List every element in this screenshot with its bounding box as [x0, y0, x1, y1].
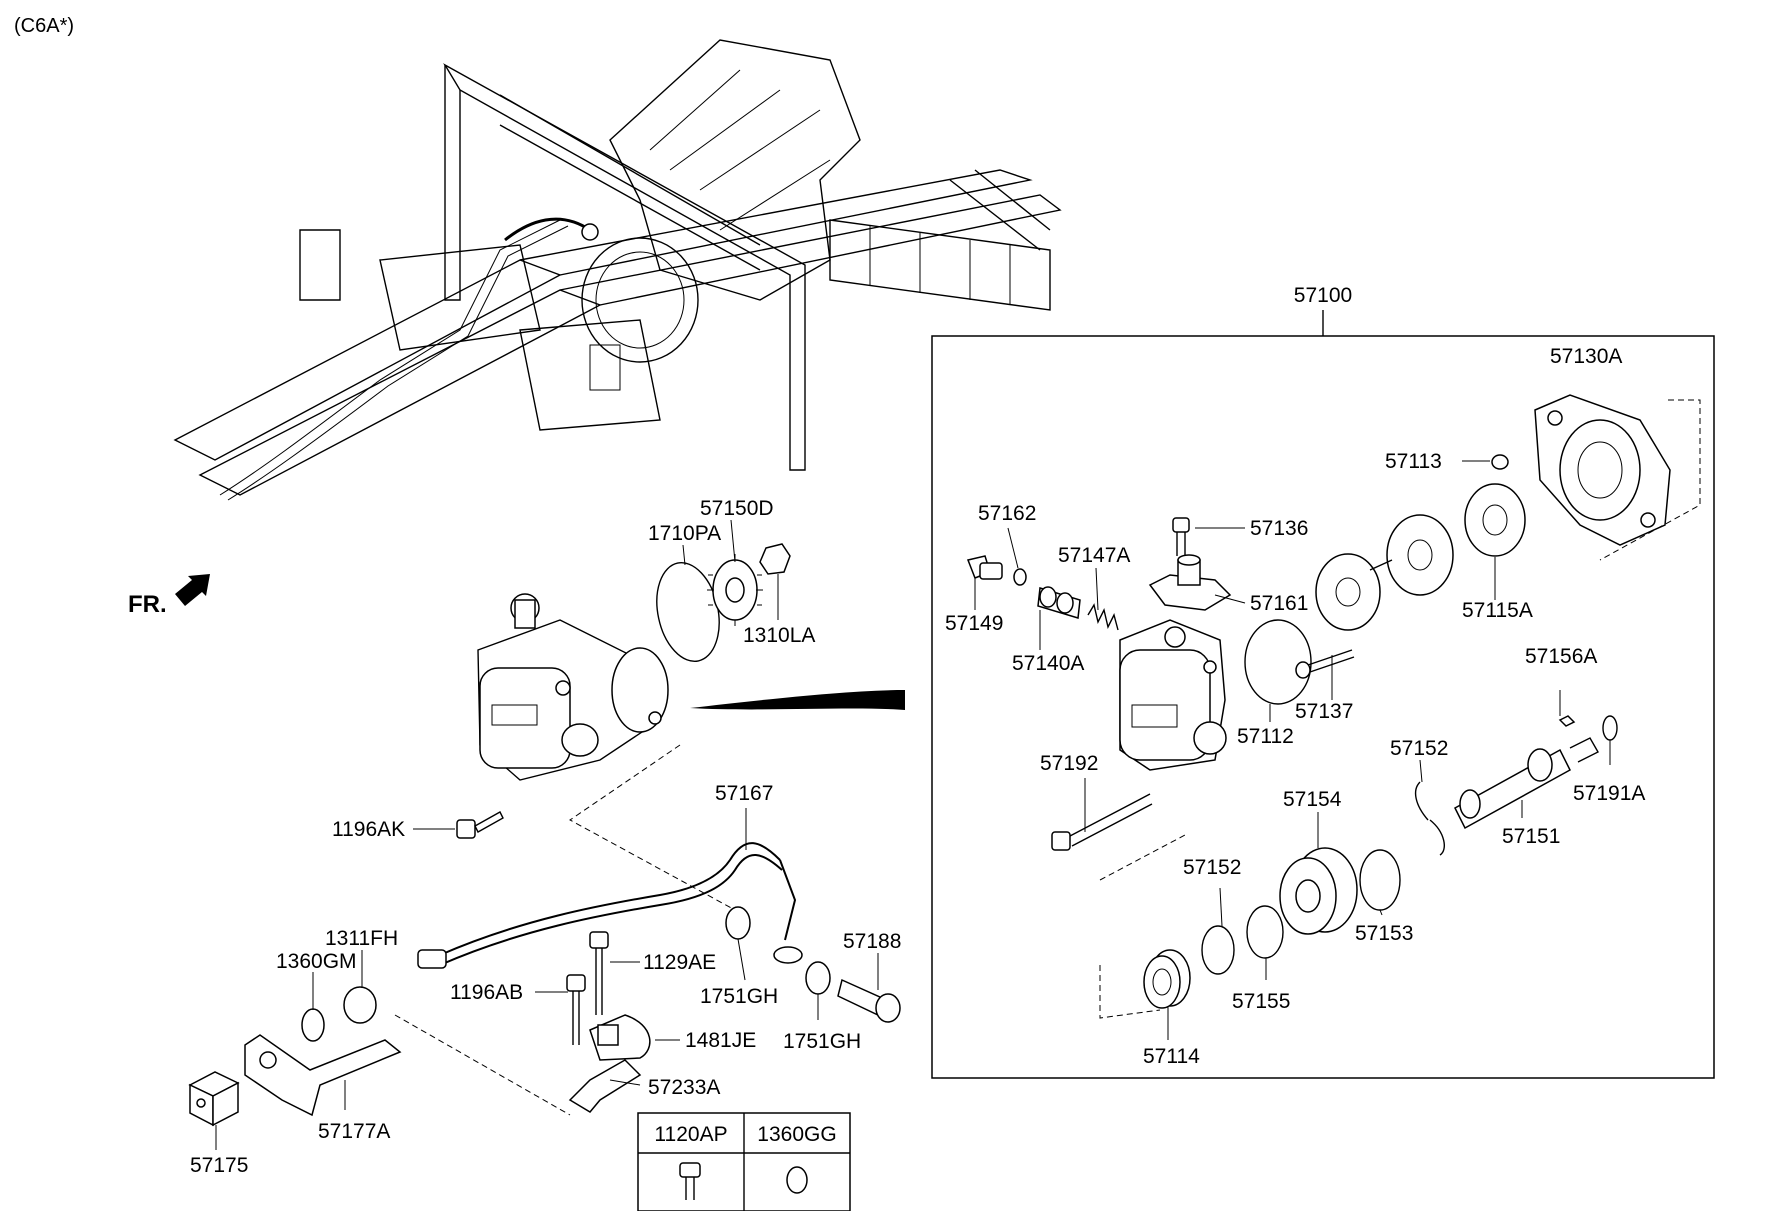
- dashed-leader-shaft: [1099, 834, 1186, 881]
- washer-1360gm: [301, 1008, 325, 1042]
- callout-57149: 57149: [945, 612, 1003, 635]
- vehicle-frame-illustration: [173, 39, 1062, 501]
- o-ring-57113: [1491, 454, 1509, 470]
- plate-57115a: [1464, 483, 1526, 557]
- callout-57152-a: 57152: [1390, 737, 1448, 760]
- bolt-1196ak: [456, 811, 504, 839]
- dashed-leader-housing: [1599, 399, 1701, 561]
- long-bolt-57192: [1051, 793, 1153, 851]
- callout-1751gh-a: 1751GH: [700, 985, 778, 1008]
- legend-table: 1120AP 1360GG: [637, 1112, 851, 1211]
- ring-57155: [1246, 905, 1284, 959]
- callout-57161: 57161: [1250, 592, 1308, 615]
- callout-1481je: 1481JE: [685, 1029, 756, 1052]
- callout-57162: 57162: [978, 502, 1036, 525]
- snap-ring-57191a: [1602, 715, 1618, 741]
- screw-57137: [1295, 649, 1355, 679]
- callout-57192: 57192: [1040, 752, 1098, 775]
- spring-57147a: [1087, 603, 1119, 631]
- front-direction-marker: FR.: [128, 574, 210, 618]
- rotor: [1315, 553, 1393, 631]
- callout-57151: 57151: [1502, 825, 1560, 848]
- pressure-hose-57167: [417, 842, 803, 969]
- bolt-icon: [679, 1162, 701, 1200]
- bracket-57233a: [568, 1059, 642, 1113]
- callout-57175: 57175: [190, 1154, 248, 1177]
- bolt-1129ae: [589, 931, 609, 1015]
- washer-1751gh-b: [805, 961, 831, 995]
- oil-seal-57114: [1143, 949, 1191, 1009]
- banjo-bolt-57188: [837, 978, 901, 1023]
- callout-1196ab: 1196AB: [450, 981, 523, 1004]
- callout-57153: 57153: [1355, 922, 1413, 945]
- callout-1196ak: 1196AK: [332, 818, 405, 841]
- variant-code: (C6A*): [14, 15, 74, 37]
- exploded-view-pointer: [690, 690, 905, 710]
- pump-front-housing: [1119, 619, 1227, 771]
- cam-ring: [1386, 514, 1454, 596]
- callout-57154: 57154: [1283, 788, 1342, 811]
- ring-57153: [1359, 849, 1401, 911]
- callout-1311fh: 1311FH: [325, 927, 398, 950]
- clamp-1481je: [589, 1014, 651, 1061]
- assembly-label: 57100: [1294, 284, 1352, 307]
- dashed-leader-hose: [569, 744, 736, 911]
- leader-lines: [215, 460, 1611, 1150]
- legend-col1-label: 1120AP: [654, 1123, 727, 1146]
- spool-valve-57140a: [1037, 586, 1081, 619]
- callout-labels: 57150D 1710PA 1310LA 1196AK 57167 1311FH…: [190, 345, 1645, 1177]
- callout-57156a: 57156A: [1525, 645, 1597, 668]
- o-ring-57162: [1013, 568, 1027, 586]
- bolt-1196ab: [566, 974, 586, 1045]
- callout-57112: 57112: [1237, 725, 1294, 748]
- callout-57113: 57113: [1385, 450, 1442, 473]
- front-marker-text: FR.: [128, 591, 167, 618]
- callout-57155: 57155: [1232, 990, 1290, 1013]
- callout-1310la: 1310LA: [743, 624, 815, 647]
- nut-1310la: [759, 543, 791, 575]
- shaft-57151: [1454, 737, 1599, 830]
- callout-1751gh-b: 1751GH: [783, 1030, 861, 1053]
- rear-housing-57130a: [1534, 394, 1671, 546]
- gear-57150d: [707, 554, 763, 626]
- dashed-leader-seal: [1099, 965, 1161, 1019]
- nut-1311fh: [343, 986, 377, 1024]
- callout-1129ae: 1129AE: [643, 951, 716, 974]
- callout-57191a: 57191A: [1573, 782, 1645, 805]
- flange-57161: [1148, 554, 1232, 611]
- legend-col2-label: 1360GG: [757, 1123, 836, 1146]
- front-arrow-icon: [175, 574, 210, 606]
- key-57156a: [1558, 715, 1576, 727]
- callout-57177a: 57177A: [318, 1120, 390, 1143]
- dashed-leader-bracket: [394, 1014, 571, 1116]
- callout-57167: 57167: [715, 782, 773, 805]
- callout-1360gm: 1360GM: [276, 950, 357, 973]
- callout-57140a: 57140A: [1012, 652, 1084, 675]
- washer-icon: [786, 1166, 808, 1194]
- bracket-57177a: [244, 1034, 402, 1117]
- callout-57115a: 57115A: [1462, 599, 1533, 622]
- block-57175: [188, 1071, 240, 1127]
- bearing-57154: [1279, 847, 1358, 935]
- callout-1710pa: 1710PA: [648, 522, 721, 545]
- fitting-57149: [966, 555, 1003, 580]
- callout-57152-b: 57152: [1183, 856, 1241, 879]
- callout-57136: 57136: [1250, 517, 1308, 540]
- callout-57147a: 57147A: [1058, 544, 1130, 567]
- snap-ring-57152-b: [1201, 925, 1235, 975]
- callout-57114: 57114: [1143, 1045, 1200, 1068]
- callout-57188: 57188: [843, 930, 901, 953]
- callout-57130a: 57130A: [1550, 345, 1622, 368]
- callout-57137: 57137: [1295, 700, 1353, 723]
- washer-1751gh-a: [725, 906, 751, 940]
- snap-ring-57152-a: [1414, 781, 1446, 856]
- power-steering-pump-left: [477, 593, 669, 781]
- gasket-57112: [1244, 619, 1312, 705]
- callout-57150d: 57150D: [700, 497, 774, 520]
- callout-57233a: 57233A: [648, 1076, 720, 1099]
- bolt-57136: [1172, 517, 1190, 556]
